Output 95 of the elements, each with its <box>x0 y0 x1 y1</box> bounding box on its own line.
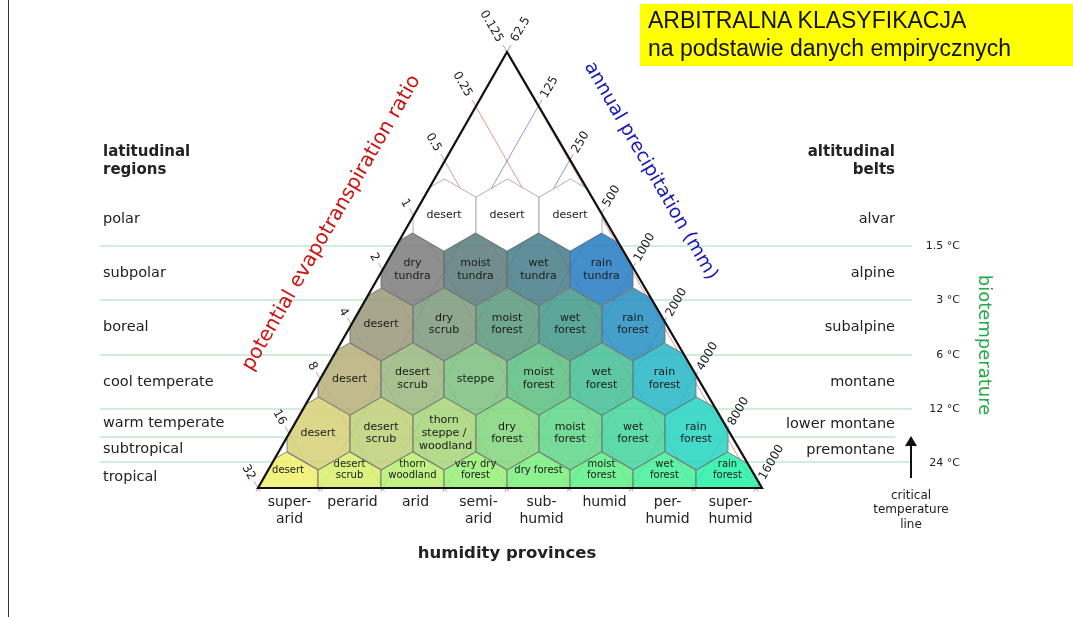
tick-label: 16 <box>269 407 290 428</box>
temperature-label: 24 °C <box>929 456 960 470</box>
tick-label: 1 <box>398 195 415 210</box>
zone-label: desert <box>331 372 368 386</box>
tick-label: 4 <box>335 304 353 319</box>
zone-label: wet tundra <box>519 257 558 283</box>
life-zone-hexagon <box>349 287 413 361</box>
life-zone-hexagon <box>570 233 633 307</box>
zone-label: rain forest <box>679 420 713 447</box>
zone-label: wet forest <box>584 366 619 392</box>
zone-label: rain forest <box>647 366 682 392</box>
life-zone-hexagon <box>444 233 507 307</box>
life-zone-hexagon <box>507 451 570 488</box>
province-label: sub-humid <box>518 493 565 527</box>
province-label: super-humid <box>707 493 754 527</box>
region-label: tropical <box>103 468 158 486</box>
life-zone-hexagon <box>633 342 696 416</box>
province-label: perarid <box>326 493 379 510</box>
zone-label: moist forest <box>521 366 556 392</box>
province-label: semi-arid <box>458 493 499 527</box>
zone-label: desert scrub <box>393 366 432 392</box>
life-zone-hexagon <box>538 287 602 361</box>
life-zone-hexagon <box>412 287 476 361</box>
temperature-label: 6 °C <box>936 348 960 362</box>
zone-label: desert scrub <box>332 459 367 481</box>
zone-label: moist tundra <box>456 257 495 283</box>
zone-label: steppe <box>456 372 495 386</box>
life-zone-hexagon <box>318 342 381 416</box>
belt-label: alpine <box>850 264 895 282</box>
life-zone-hexagon <box>570 342 633 416</box>
life-zone-hexagon <box>258 451 318 488</box>
zone-label: dry scrub <box>427 311 461 337</box>
tick-label: 32 <box>238 461 259 483</box>
tick-label: 8 <box>304 359 322 374</box>
temperature-label: 1.5 °C <box>925 239 960 253</box>
banner-text: na podstawie danych empirycznych <box>648 34 1013 63</box>
zone-label: rain tundra <box>582 257 621 283</box>
zone-label: rain forest <box>712 459 743 481</box>
region-label: boreal <box>103 318 149 336</box>
zone-label: wet forest <box>553 311 587 337</box>
life-zone-hexagon <box>475 178 539 252</box>
life-zone-hexagon <box>318 451 381 488</box>
life-zone-hexagon <box>412 178 476 252</box>
zone-label: desert <box>426 208 462 222</box>
life-zone-hexagon <box>538 178 602 252</box>
zone-label: desert <box>363 318 399 331</box>
banner-text: ARBITRALNA KLASYFIKACJA <box>648 7 968 35</box>
belt-label: alvar <box>858 210 895 228</box>
zone-label: dry forest <box>514 464 563 476</box>
zone-label: desert <box>552 208 588 222</box>
life-zone-hexagon <box>381 451 444 488</box>
temperature-label: 3 °C <box>936 293 960 307</box>
province-label: arid <box>400 493 431 510</box>
life-zone-hexagon <box>444 451 507 488</box>
zone-label: moist forest <box>586 459 617 481</box>
zone-label: desert <box>272 464 304 476</box>
belt-label: montane <box>830 373 895 391</box>
province-label: humid <box>581 493 628 510</box>
life-zone-hexagon <box>696 451 759 488</box>
zone-label: very dry forest <box>453 459 498 481</box>
tick-label: 0.5 <box>422 129 445 154</box>
life-zone-hexagon <box>507 233 570 307</box>
zone-label: wet forest <box>649 459 680 481</box>
axis-title: humidity provinces <box>417 543 597 563</box>
zone-label: moist forest <box>553 420 587 447</box>
life-zone-hexagon <box>601 287 665 361</box>
column-heading: latitudinal regions <box>103 142 192 178</box>
region-label: cool temperate <box>103 373 214 391</box>
zone-label: thorn woodland <box>387 459 438 481</box>
temperature-label: 12 °C <box>929 402 960 416</box>
zone-label: wet forest <box>616 420 650 447</box>
region-label: polar <box>103 210 140 228</box>
belt-label: premontane <box>806 441 895 459</box>
life-zone-hexagon <box>633 451 696 488</box>
axis-title: biotemperature <box>974 274 996 416</box>
zone-label: desert <box>489 208 525 222</box>
zone-label: desert scrub <box>362 420 400 447</box>
region-label: warm temperate <box>103 414 225 432</box>
province-label: super-arid <box>266 493 313 527</box>
life-zone-hexagon <box>570 451 633 488</box>
province-label: per-humid <box>644 493 691 527</box>
zone-label: dry tundra <box>394 257 432 283</box>
zone-label: dry forest <box>490 420 524 447</box>
life-zone-hexagon <box>475 287 539 361</box>
zone-label: rain forest <box>616 311 650 337</box>
region-label: subtropical <box>103 440 184 458</box>
note-text: critical temperature line <box>872 488 950 532</box>
zone-label: moist forest <box>490 311 524 337</box>
column-heading: altitudinal belts <box>806 142 895 178</box>
title-banner <box>640 4 1073 67</box>
belt-label: lower montane <box>785 415 895 433</box>
zone-label: desert <box>300 427 336 440</box>
region-label: subpolar <box>103 264 166 282</box>
belt-label: subalpine <box>824 318 895 336</box>
life-zone-hexagon <box>444 342 507 416</box>
